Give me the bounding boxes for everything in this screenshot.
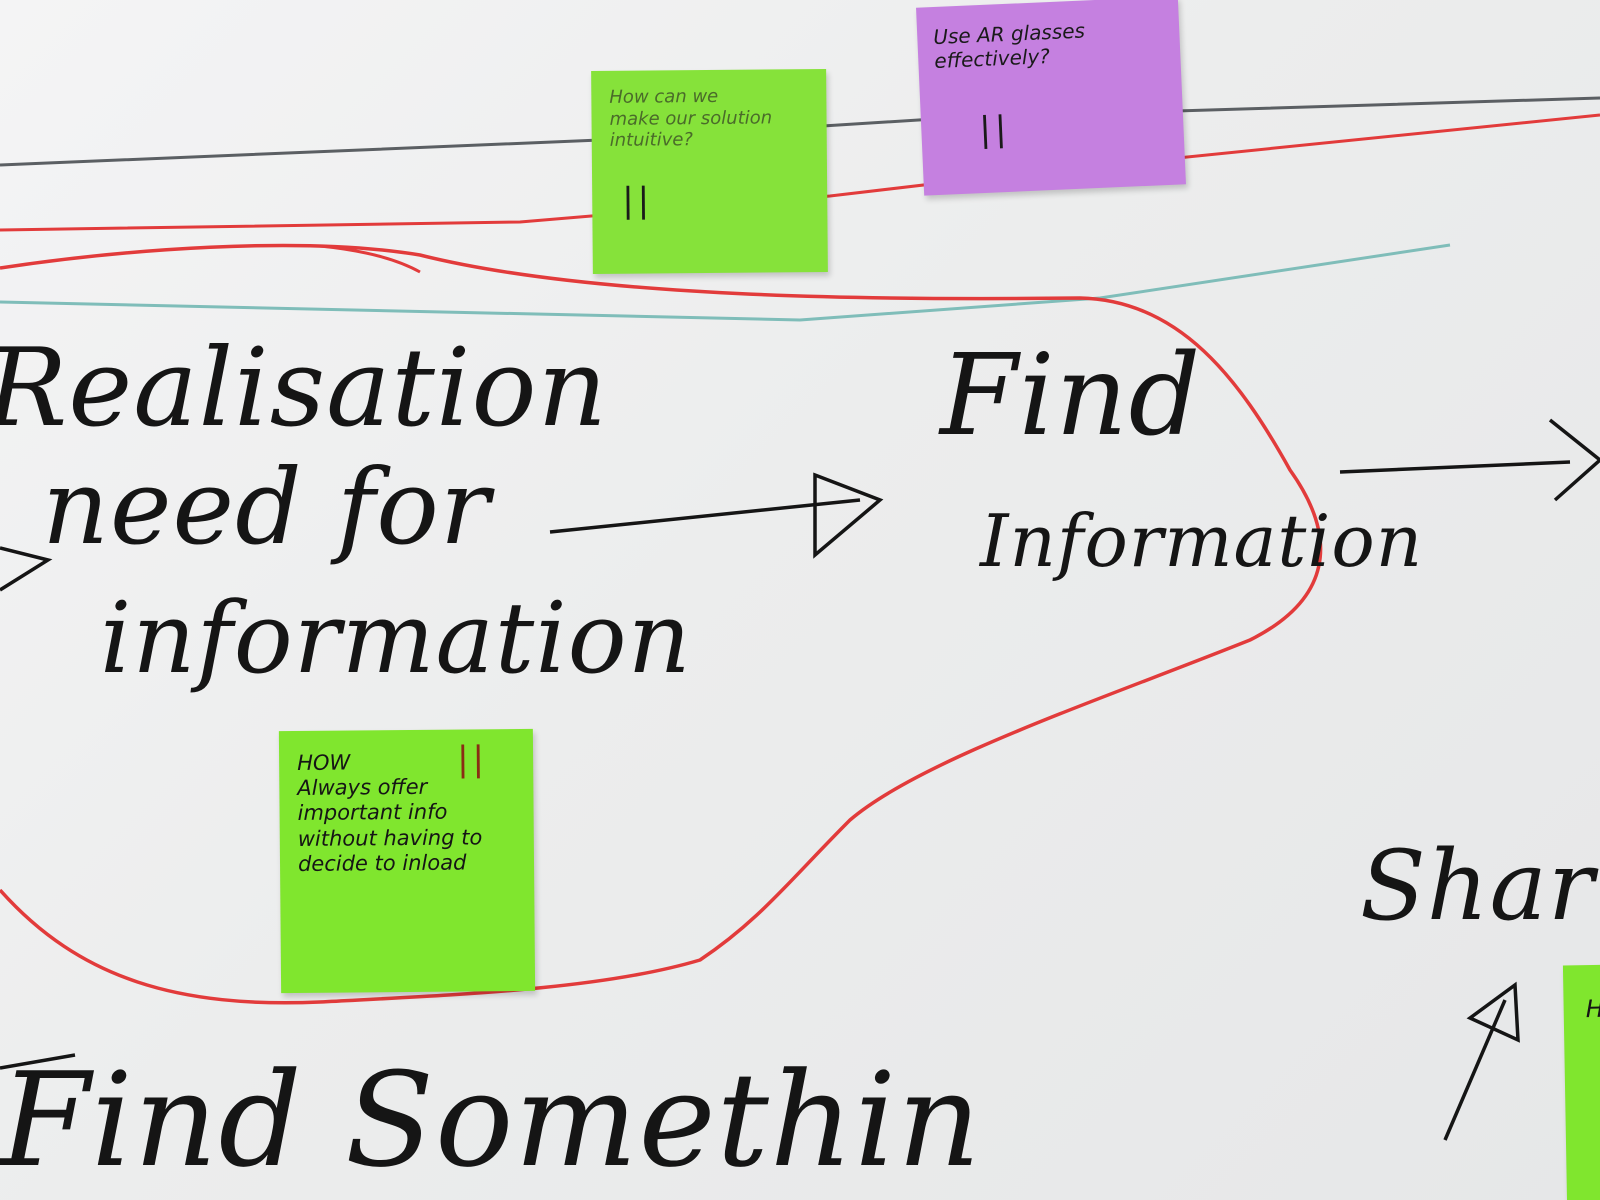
vote-tally: ||	[622, 180, 654, 221]
arrow-head-left	[0, 546, 53, 592]
red-loop-tail	[319, 244, 421, 274]
sticky-note-edge: H	[1562, 964, 1600, 1200]
arrow-head-find	[813, 472, 884, 559]
sticky-note-text: H	[1585, 994, 1600, 1024]
arrow-up-to-share	[1443, 999, 1507, 1141]
text-information-right: Information	[980, 499, 1424, 583]
arrow-realisation-to-find	[549, 498, 861, 534]
sticky-note-text: How can we make our solution intuitive?	[609, 85, 773, 152]
sticky-note-ar-glasses: Use AR glasses effectively? ||	[916, 0, 1186, 196]
vote-tally: ||	[456, 739, 489, 780]
text-find-something: Find Somethin	[0, 1044, 982, 1196]
sticky-note-important-info: HOW Always offer important info without …	[278, 728, 536, 994]
text-share: Shar	[1360, 830, 1595, 942]
arrow-head-share	[1466, 981, 1520, 1043]
vote-tally: ||	[978, 108, 1012, 151]
sticky-note-intuitive: How can we make our solution intuitive? …	[591, 68, 828, 275]
text-realisation: Realisation	[0, 326, 609, 451]
dash-bottom-left	[0, 1053, 76, 1070]
text-need-for: need for	[42, 446, 491, 568]
arrow-head-next	[1548, 418, 1600, 502]
teal-guide-line	[0, 243, 1451, 322]
arrow-find-to-next	[1339, 460, 1571, 474]
red-loop-outline	[0, 243, 1323, 1005]
red-guide-line	[0, 113, 1600, 232]
sticky-note-text: Use AR glasses effectively?	[932, 18, 1086, 74]
text-information-left: information	[100, 582, 692, 696]
text-find: Find	[940, 331, 1202, 461]
